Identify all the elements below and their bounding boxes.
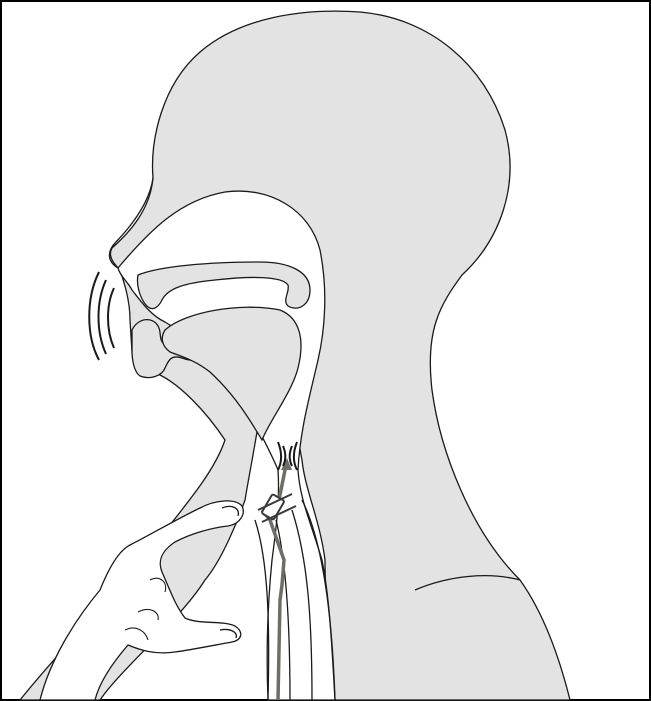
voice-prosthesis-diagram [0,0,651,701]
illustration-frame [0,0,651,701]
